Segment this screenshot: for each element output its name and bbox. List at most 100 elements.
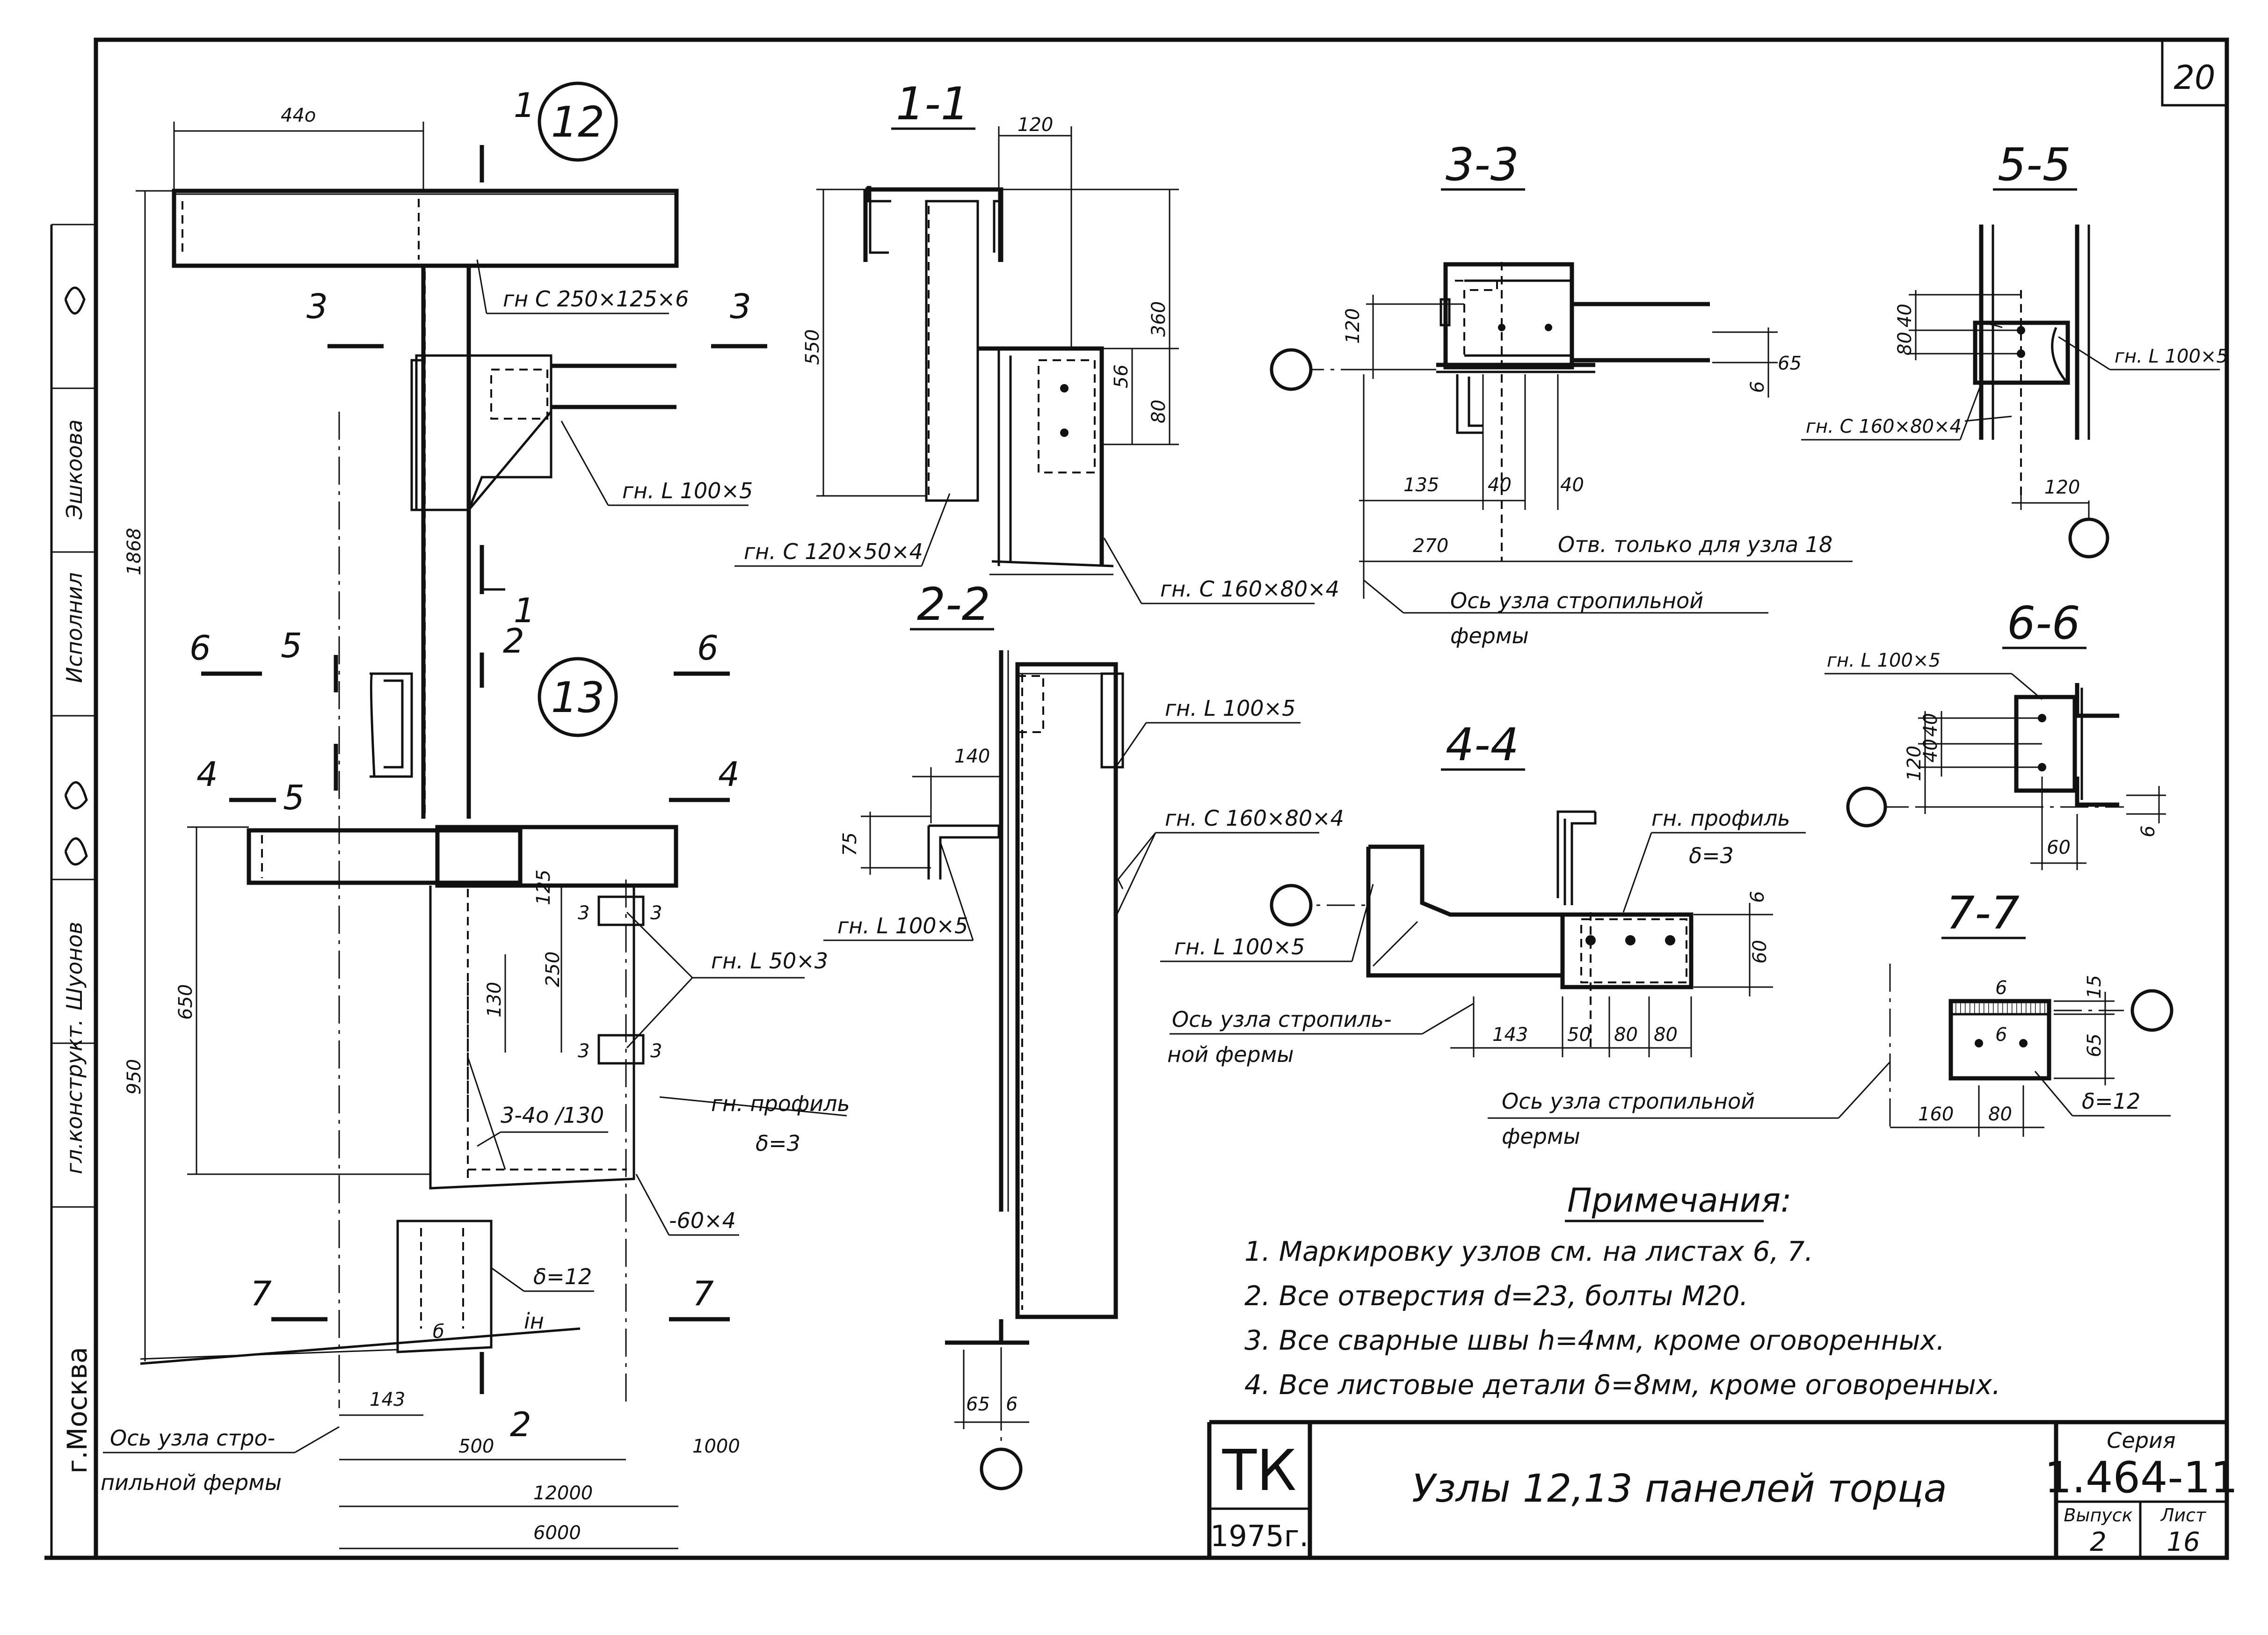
- s66-dim-40a: 40: [1920, 713, 1941, 737]
- s22-dim-65: 65: [966, 1394, 990, 1415]
- section-2-2: 2-2 140 75 65 6 гн. L 100×5 гн. L 100×5: [823, 578, 1344, 1490]
- dim-950: 950: [124, 1059, 145, 1095]
- s44-label-profile-delta: δ=3: [1689, 843, 1734, 868]
- label-profile-delta: δ=3: [756, 1131, 800, 1156]
- section-title-6-6: 6-6: [2007, 597, 2080, 649]
- title-issue-label: Выпуск: [2064, 1505, 2132, 1526]
- s77-axis-circle: [2130, 989, 2174, 1032]
- sheet-number-top: 20: [2174, 58, 2215, 97]
- label-angle-50: гн. L 50×3: [711, 948, 828, 974]
- sheet-number-box: [2161, 38, 2228, 107]
- section-1-1: 1-1 120 550 360 56 80 гн. С 120×50×4: [734, 78, 1339, 604]
- s55-label-channel: гн. С 160×80×4: [1806, 416, 1962, 437]
- s77-dim-6a: 6: [1995, 977, 2007, 999]
- label-plate-delta: δ=12: [533, 1264, 592, 1289]
- section-title-5-5: 5-5: [1998, 138, 2071, 191]
- s22-dim-75: 75: [839, 832, 861, 856]
- cut-label-6-left: 6: [189, 628, 211, 668]
- s44-dim-50: 50: [1567, 1024, 1591, 1046]
- stamp-row-3: Исполнил: [62, 572, 87, 683]
- s22-label-angle-b: гн. L 100×5: [1165, 696, 1295, 721]
- section-title-4-4: 4-4: [1446, 719, 1519, 771]
- s11-label-channel-120: гн. С 120×50×4: [744, 539, 923, 564]
- s22-label-channel-160: гн. С 160×80×4: [1165, 806, 1344, 831]
- s66-dim-60: 60: [2047, 837, 2071, 858]
- cut-label-3-right: 3: [730, 287, 751, 326]
- section-3-3: 3-3 120 65 6 135 40 40 270 О: [1270, 138, 1853, 648]
- s22-label-angle-a: гн. L 100×5: [837, 913, 968, 938]
- cut-label-6-right: 6: [697, 628, 719, 668]
- s44-label-axis-4: фермы: [1502, 1124, 1580, 1149]
- stamp-city: г.Москва: [61, 1347, 93, 1474]
- node13-beam: [247, 828, 523, 885]
- s55-dim-120: 120: [2044, 477, 2080, 498]
- dim-440: 44о: [281, 105, 316, 126]
- title-sheet-label: Лист: [2160, 1505, 2207, 1526]
- s77-dim-65: 65: [2084, 1033, 2105, 1057]
- label-slope: iн: [524, 1308, 544, 1334]
- cut-label-2-top: 2: [503, 621, 524, 661]
- s66-label-angle: гн. L 100×5: [1827, 650, 1941, 671]
- s44-label-axis-1: Ось узла стропиль-: [1172, 1007, 1392, 1032]
- s11-label-channel-160: гн. С 160×80×4: [1160, 576, 1339, 602]
- label-axis-main-2: пильной фермы: [101, 1470, 282, 1495]
- cut-label-2-bottom: 2: [510, 1405, 531, 1444]
- cut-label-1-bottom: 1: [514, 591, 535, 630]
- s11-dim-120: 120: [1018, 114, 1053, 136]
- weld-3-c: 3: [578, 1040, 589, 1062]
- dim-1000: 1000: [692, 1436, 740, 1457]
- cut-label-7-right: 7: [692, 1274, 714, 1313]
- s33-label-axis-2: фермы: [1450, 623, 1529, 648]
- section-6-6: 6-6 40 40 120 60 6 гн. L 100×5: [1825, 597, 2166, 870]
- s66-dim-120: 120: [1904, 746, 1925, 781]
- label-holes: 3-4о /130: [501, 1103, 604, 1128]
- s55-dim-40: 40: [1894, 304, 1916, 327]
- dim-143: 143: [370, 1389, 405, 1410]
- node-marker-12-label: 12: [551, 98, 605, 147]
- note-1: 1. Маркировку узлов см. на листах 6, 7.: [1244, 1235, 1813, 1267]
- s11-dim-550: 550: [802, 329, 823, 365]
- cut-label-5-top: 5: [281, 626, 302, 665]
- title-sheet: 16: [2166, 1527, 2200, 1557]
- node12-bracket: [415, 354, 552, 511]
- s55-axis-circle: [2068, 517, 2109, 559]
- signature-3: [64, 837, 88, 866]
- title-series-label: Серия: [2107, 1428, 2175, 1453]
- s77-dim-160: 160: [1918, 1104, 1954, 1125]
- s33-label-holes-note: Отв. только для узла 18: [1558, 532, 1832, 557]
- dim-6000: 6000: [533, 1522, 581, 1544]
- s33-dim-135: 135: [1403, 474, 1439, 496]
- main-view: 1 1 2 2 3 3 6 6 5 5 4 4 7 7 12 13 44о 18…: [101, 81, 850, 1549]
- s44-dim-80a: 80: [1614, 1024, 1638, 1046]
- s33-dim-6: 6: [1747, 381, 1768, 393]
- cut-label-4-left: 4: [196, 755, 218, 794]
- title-series: 1.464-11: [2044, 1453, 2238, 1503]
- s44-label-axis-2: ной фермы: [1167, 1042, 1294, 1067]
- signature-1: [64, 286, 86, 315]
- label-strip: -60×4: [669, 1208, 736, 1233]
- s22-axis-circle: [980, 1447, 1023, 1490]
- s77-label-delta: δ=12: [2082, 1089, 2140, 1114]
- node-marker-12: [538, 81, 618, 162]
- bottom-plate: [396, 1220, 493, 1353]
- s77-dim-80: 80: [1988, 1104, 2012, 1125]
- s44-dim-80b: 80: [1654, 1024, 1678, 1046]
- plate-mark: б: [433, 1321, 444, 1343]
- cut-label-3-left: 3: [306, 287, 328, 326]
- dim-130: 130: [484, 982, 505, 1017]
- s44-dim-60: 60: [1749, 940, 1771, 964]
- s44-axis-circle: [1270, 884, 1313, 927]
- s66-axis-circle: [1846, 786, 1887, 828]
- cut-label-5-bottom: 5: [283, 778, 305, 817]
- stamp-row-1: гл.конструкт.: [62, 1019, 87, 1174]
- s77-dim-6b: 6: [1995, 1024, 2007, 1046]
- s44-dim-143: 143: [1492, 1024, 1528, 1046]
- dim-500: 500: [458, 1436, 494, 1457]
- section-5-5: 5-5 40 80 120 гн. L 100×5 гн. С 160×80×4: [1801, 138, 2228, 559]
- s33-dim-40b: 40: [1560, 474, 1584, 496]
- label-profile: гн. профиль: [711, 1091, 850, 1116]
- s11-dim-360: 360: [1148, 301, 1170, 337]
- s33-dim-65: 65: [1778, 353, 1802, 374]
